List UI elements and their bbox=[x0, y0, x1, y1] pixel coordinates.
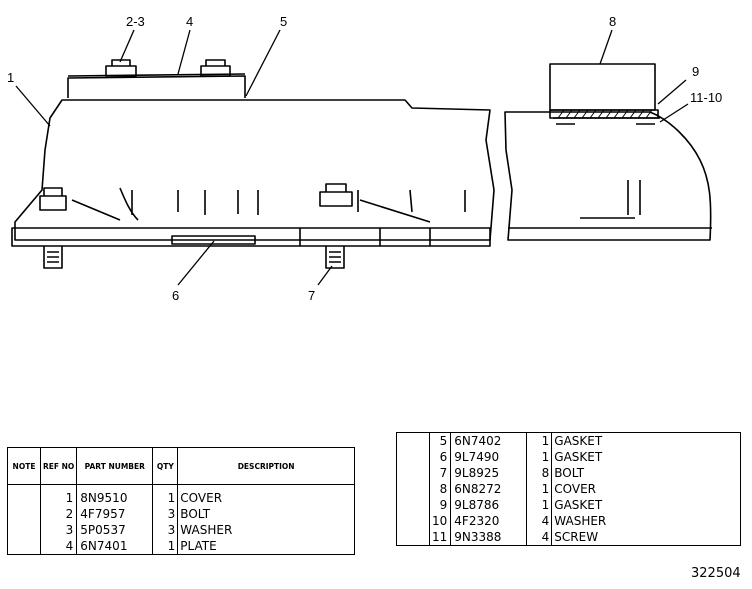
ref-no: 8 bbox=[429, 481, 452, 497]
quantity: 1 bbox=[526, 432, 553, 449]
table-row: 7 9L8925 8 BOLT bbox=[396, 465, 741, 481]
ref-no: 7 bbox=[429, 465, 452, 481]
description: PLATE bbox=[180, 539, 217, 553]
description: GASKET bbox=[554, 434, 603, 448]
header-description: DESCRIPTION bbox=[177, 447, 355, 485]
description: WASHER bbox=[180, 523, 233, 537]
callout-11-10: 11-10 bbox=[690, 90, 722, 105]
ref-no: 6 bbox=[429, 449, 452, 465]
description: BOLT bbox=[180, 507, 211, 521]
header-note: NOTE bbox=[7, 447, 41, 485]
bolt-left bbox=[39, 187, 67, 211]
table-row: 11 9N3388 4 SCREW bbox=[396, 529, 741, 546]
description: WASHER bbox=[554, 514, 607, 528]
parts-table-left: NOTE REF NO PART NUMBER QTY DESCRIPTION … bbox=[7, 447, 355, 555]
flange-plate bbox=[11, 227, 491, 247]
part-number: 4F7957 bbox=[76, 506, 154, 522]
section-body-outline bbox=[504, 111, 712, 241]
quantity: 3 bbox=[152, 506, 179, 522]
ref-no: 9 bbox=[429, 497, 452, 513]
description: BOLT bbox=[554, 466, 585, 480]
bolt-top-right bbox=[200, 59, 231, 77]
plate-recess bbox=[171, 235, 256, 245]
part-number: 9L7490 bbox=[450, 449, 528, 465]
quantity: 1 bbox=[526, 449, 553, 465]
callout-1: 1 bbox=[7, 70, 14, 85]
cover-body-outline bbox=[14, 99, 495, 241]
table-row: 10 4F2320 4 WASHER bbox=[396, 513, 741, 529]
table-row: 3 5P0537 3 WASHER bbox=[7, 522, 355, 538]
parts-table-right: 5 6N7402 1 GASKET 6 9L7490 1 GASKET 7 9L… bbox=[396, 432, 741, 546]
gasket-top bbox=[67, 73, 246, 77]
bolt-center bbox=[319, 183, 353, 207]
callout-9: 9 bbox=[692, 64, 699, 79]
part-number: 6N7402 bbox=[450, 432, 528, 449]
description: GASKET bbox=[554, 498, 603, 512]
part-number: 9N3388 bbox=[450, 529, 528, 546]
callout-7: 7 bbox=[308, 288, 315, 303]
quantity: 1 bbox=[152, 490, 179, 506]
part-number: 4F2320 bbox=[450, 513, 528, 529]
exploded-parts-drawing: 1 2-3 4 5 6 7 8 9 11-10 bbox=[7, 14, 722, 303]
ref-no: 5 bbox=[429, 432, 452, 449]
part-number: 9L8786 bbox=[450, 497, 528, 513]
table-row: 6 9L7490 1 GASKET bbox=[396, 449, 741, 465]
callout-6: 6 bbox=[172, 288, 179, 303]
section-cover bbox=[549, 63, 656, 111]
bolt-top-left bbox=[105, 59, 137, 77]
description: COVER bbox=[554, 482, 597, 496]
quantity: 3 bbox=[152, 522, 179, 538]
part-number: 5P0537 bbox=[76, 522, 154, 538]
table-row: 8 6N8272 1 COVER bbox=[396, 481, 741, 497]
header-ref-no: REF NO bbox=[40, 447, 78, 485]
table-row: 5 6N7402 1 GASKET bbox=[396, 432, 741, 449]
description: GASKET bbox=[554, 450, 603, 464]
ref-no: 1 bbox=[40, 490, 78, 506]
part-number: 8N9510 bbox=[76, 490, 154, 506]
callout-2-3: 2-3 bbox=[126, 14, 145, 29]
table-row: 4 6N7401 1 PLATE bbox=[7, 538, 355, 555]
quantity: 8 bbox=[526, 465, 553, 481]
quantity: 1 bbox=[152, 538, 179, 555]
part-number: 9L8925 bbox=[450, 465, 528, 481]
ref-no: 10 bbox=[429, 513, 452, 529]
callout-4: 4 bbox=[186, 14, 193, 29]
description: COVER bbox=[180, 491, 223, 505]
quantity: 4 bbox=[526, 513, 553, 529]
ref-no: 4 bbox=[40, 538, 78, 555]
table-row: 9 9L8786 1 GASKET bbox=[396, 497, 741, 513]
table-row: 1 8N9510 1 COVER bbox=[7, 490, 355, 506]
ref-no: 2 bbox=[40, 506, 78, 522]
callout-8: 8 bbox=[609, 14, 616, 29]
description: SCREW bbox=[554, 530, 599, 544]
stud-left bbox=[43, 246, 63, 269]
header-part-number: PART NUMBER bbox=[76, 447, 154, 485]
cover-top-pad bbox=[67, 75, 246, 98]
ref-no: 3 bbox=[40, 522, 78, 538]
drawing-number: 322504 bbox=[691, 566, 741, 581]
header-qty: QTY bbox=[152, 447, 179, 485]
stud-center bbox=[325, 246, 345, 269]
quantity: 1 bbox=[526, 497, 553, 513]
part-number: 6N7401 bbox=[76, 538, 154, 555]
table-row: 2 4F7957 3 BOLT bbox=[7, 506, 355, 522]
quantity: 1 bbox=[526, 481, 553, 497]
callout-5: 5 bbox=[280, 14, 287, 29]
part-number: 6N8272 bbox=[450, 481, 528, 497]
ref-no: 11 bbox=[429, 529, 452, 546]
quantity: 4 bbox=[526, 529, 553, 546]
